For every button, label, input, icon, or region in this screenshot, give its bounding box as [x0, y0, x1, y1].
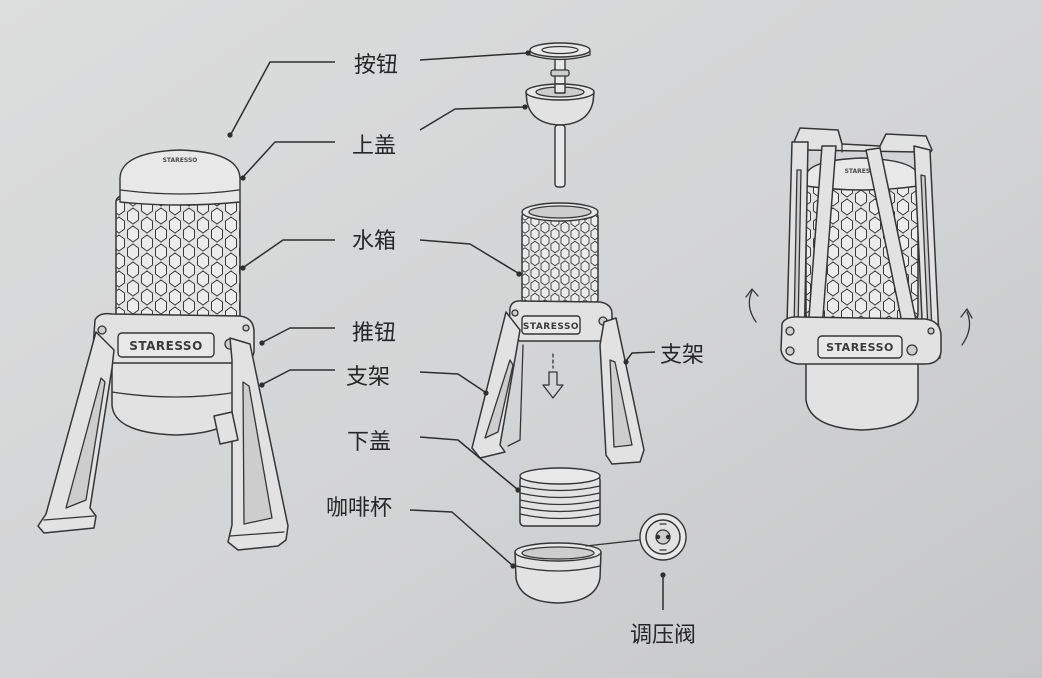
bottom-cover-part — [519, 467, 601, 527]
label-top-cover: 上盖 — [352, 134, 396, 159]
rotate-arrow-right-icon — [960, 308, 973, 346]
top-cap-seam — [120, 189, 240, 195]
leader-stand-right — [625, 351, 656, 362]
stand-part: STARESSO — [471, 300, 645, 465]
cap-brand-text: STARESSO — [163, 157, 198, 164]
hinge-pivot — [242, 324, 250, 332]
top-cover-part — [525, 83, 595, 188]
right-stand-leg — [213, 337, 289, 551]
label-water-tank: 水箱 — [352, 229, 396, 254]
valve-connector-line — [585, 539, 641, 547]
rotate-arrow-left-icon — [745, 288, 759, 323]
leader-button-right — [419, 52, 528, 61]
brand-text: STARESSO — [129, 339, 203, 353]
button-part — [529, 42, 591, 97]
down-arrow — [542, 353, 564, 399]
leader-bottom-cover — [419, 436, 518, 490]
water-tank-part — [521, 202, 599, 305]
left-stand-leg — [37, 331, 115, 534]
lower-body-band — [111, 391, 239, 398]
leader-stand-left — [262, 369, 335, 385]
folded-machine: STARESSO STARESSO — [745, 127, 973, 431]
water-tank — [115, 195, 241, 323]
leader-button-left — [230, 61, 335, 135]
leader-coffee-cup — [409, 509, 513, 566]
label-coffee-cup: 咖啡杯 — [326, 496, 392, 521]
pressure-valve-part — [639, 513, 687, 561]
leader-lines — [227, 50, 666, 610]
hinge-pivot — [97, 325, 107, 335]
leader-top-cover-right — [419, 106, 525, 131]
folded-right-leg — [913, 145, 941, 363]
piston-shaft — [554, 124, 566, 188]
cap-brand-text: STARESSO — [845, 168, 880, 175]
top-cap — [119, 149, 241, 206]
leader-water-tank-right — [419, 239, 519, 274]
leader-push-button — [262, 327, 335, 343]
leader-water-tank-left — [243, 239, 335, 268]
brand-plate — [817, 335, 903, 359]
label-button: 按钮 — [354, 53, 398, 78]
brand-text: STARESSO — [523, 322, 579, 332]
part-labels: 按钮 上盖 水箱 推钮 支架 支架 下盖 咖啡杯 调压阀 — [326, 53, 704, 648]
label-stand: 支架 — [346, 365, 390, 390]
leader-top-cover-left — [242, 141, 335, 178]
brand-plate — [521, 315, 581, 335]
lower-body — [805, 361, 919, 431]
brand-text: STARESSO — [826, 341, 894, 354]
exploded-machine: STARESSO — [471, 42, 687, 604]
label-bottom-cover: 下盖 — [347, 430, 391, 455]
leader-stand-middle — [419, 371, 486, 393]
label-push-button: 推钮 — [352, 321, 396, 346]
label-stand-right: 支架 — [660, 343, 704, 368]
left-stand-leg — [471, 311, 524, 459]
coffee-cup-part — [514, 542, 602, 604]
brand-plate — [117, 332, 215, 358]
right-stand-leg — [599, 317, 645, 465]
assembled-machine: STARESSO STARESSO — [37, 149, 289, 551]
label-pressure-valve: 调压阀 — [630, 623, 696, 648]
